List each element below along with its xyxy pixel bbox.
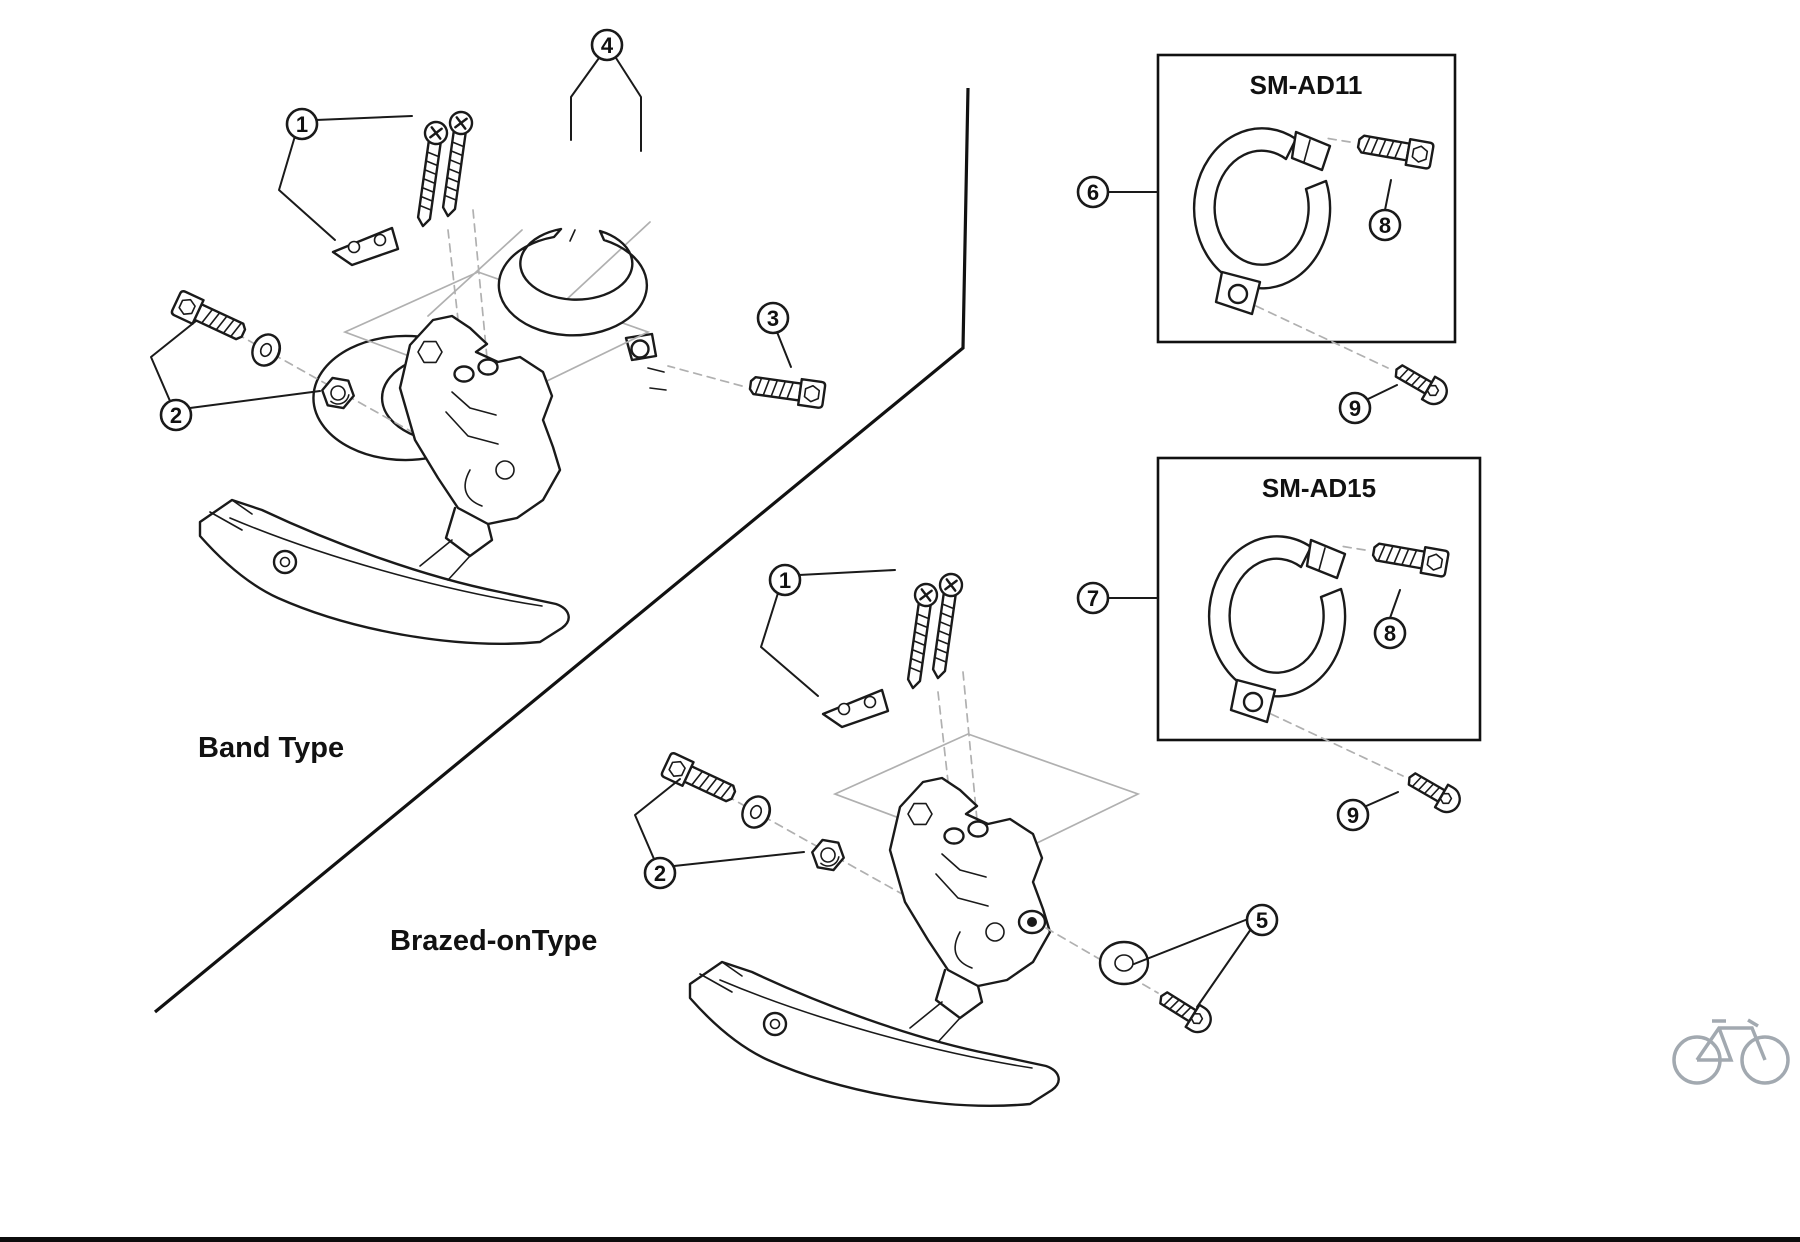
callout-number: 2 bbox=[170, 403, 182, 428]
callout-number: 1 bbox=[779, 568, 791, 593]
callout-ad11-9: 9 bbox=[1338, 391, 1372, 425]
callout-ad11-6: 6 bbox=[1076, 175, 1110, 209]
callout-number: 9 bbox=[1347, 803, 1359, 828]
callout-number: 9 bbox=[1349, 396, 1361, 421]
callout-brazed-1: 1 bbox=[768, 563, 802, 597]
callout-number: 1 bbox=[296, 112, 308, 137]
callout-leader-lines bbox=[150, 57, 1401, 1008]
sm-ad11-assembly: SM-AD11 bbox=[1156, 53, 1457, 410]
callout-number: 8 bbox=[1384, 621, 1396, 646]
callout-number: 3 bbox=[767, 306, 779, 331]
callout-brazed-5: 5 bbox=[1245, 903, 1279, 937]
sm-ad15-title: SM-AD15 bbox=[1262, 473, 1376, 503]
mount-boss-hole bbox=[1027, 917, 1037, 927]
callout-ad15-7: 7 bbox=[1076, 581, 1110, 615]
type-separator-line bbox=[153, 87, 970, 1014]
callout-band-4: 4 bbox=[590, 28, 624, 62]
brazed-type-label: Brazed-onType bbox=[390, 925, 597, 957]
callout-band-3: 3 bbox=[756, 301, 790, 335]
callout-ad15-9: 9 bbox=[1336, 798, 1370, 832]
callout-number: 4 bbox=[601, 33, 614, 58]
band-type-label: Band Type bbox=[198, 732, 344, 764]
callout-band-1: 1 bbox=[285, 107, 319, 141]
mount-nut-part5 bbox=[1098, 940, 1150, 986]
callout-number: 5 bbox=[1256, 908, 1268, 933]
bottom-border bbox=[0, 1237, 1800, 1242]
callout-number: 6 bbox=[1087, 180, 1099, 205]
sm-ad11-box bbox=[1156, 53, 1457, 344]
callout-band-2: 2 bbox=[159, 398, 193, 432]
sm-ad11-title: SM-AD11 bbox=[1250, 70, 1363, 100]
callout-number: 8 bbox=[1379, 213, 1391, 238]
bike-logo-icon bbox=[1672, 1018, 1790, 1085]
sm-ad15-box bbox=[1156, 456, 1482, 742]
sm-ad15-assembly: SM-AD15 bbox=[1156, 456, 1482, 818]
callout-number: 7 bbox=[1087, 586, 1099, 611]
callout-ad15-8: 8 bbox=[1373, 616, 1407, 650]
callout-brazed-2: 2 bbox=[643, 856, 677, 890]
band-derailleur-illustration bbox=[171, 111, 827, 644]
brazed-derailleur-illustration bbox=[661, 573, 1217, 1106]
callout-number: 2 bbox=[654, 861, 666, 886]
callout-ad11-8: 8 bbox=[1368, 208, 1402, 242]
